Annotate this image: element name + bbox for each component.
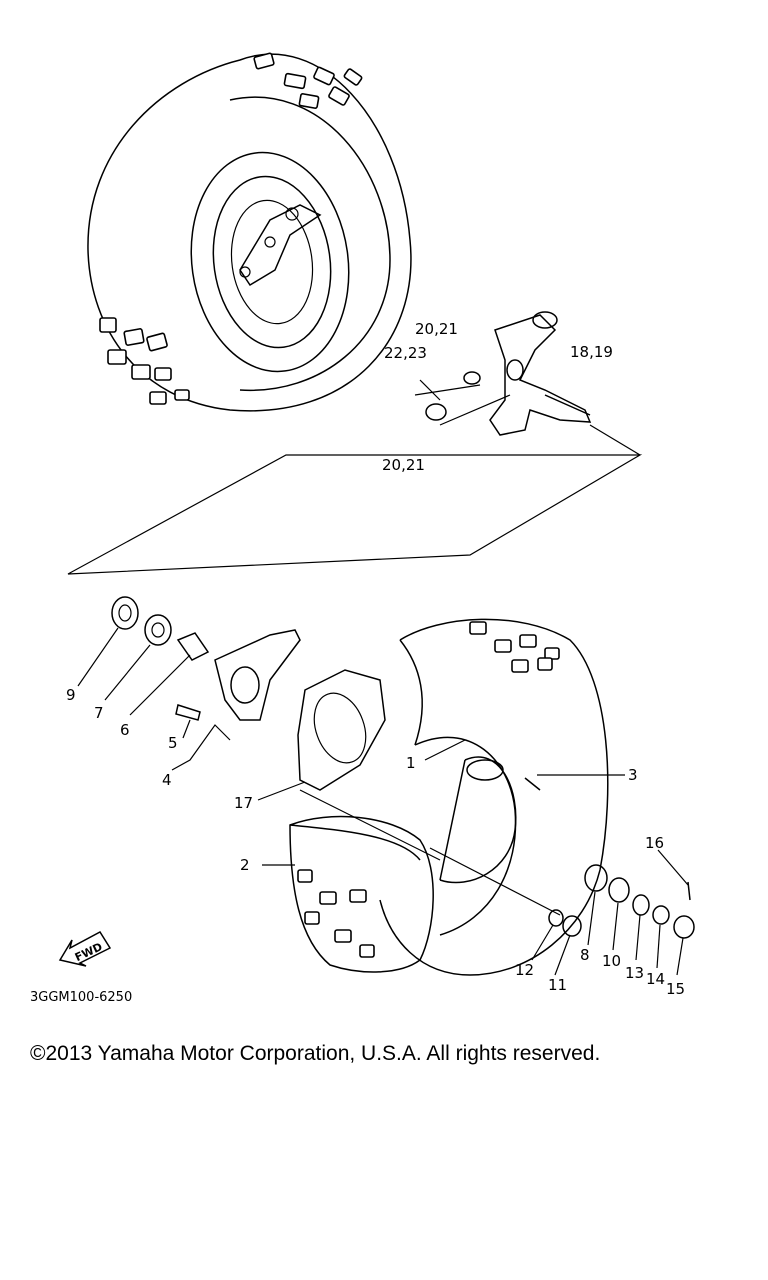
callout-20-21-bottom: 20,21	[382, 456, 425, 474]
callout-4: 4	[162, 771, 172, 789]
callout-14: 14	[646, 970, 665, 988]
nut-8	[584, 864, 608, 892]
washer-10	[608, 877, 630, 903]
nut-11	[562, 915, 582, 937]
callout-1: 1	[406, 754, 416, 772]
callout-8: 8	[580, 946, 590, 964]
exploded-wheel	[77, 596, 695, 976]
callout-12: 12	[515, 961, 534, 979]
callout-5: 5	[168, 734, 178, 752]
castle-nut-upper	[463, 371, 481, 385]
part-callouts: 20,21 22,23 18,19 20,21 9 7 6 5 4 17 1 3…	[66, 320, 685, 998]
callout-17: 17	[234, 794, 253, 812]
drawing-code: 3GGM100-6250	[30, 990, 133, 1005]
bolt-5	[175, 704, 201, 721]
fwd-arrow-icon: FWD	[58, 931, 112, 967]
castle-nut-lower	[425, 403, 447, 421]
callout-11: 11	[548, 976, 567, 994]
pin-16	[687, 881, 691, 901]
callout-3: 3	[628, 766, 638, 784]
callout-6: 6	[120, 721, 130, 739]
steering-knuckle	[414, 311, 592, 436]
nut-15	[673, 915, 695, 939]
callout-7: 7	[94, 704, 104, 722]
assembled-wheel	[87, 52, 412, 412]
exploded-parts-diagram: FWD 20,21 22,23 18,19 20,21 9 7 6 5 4 17…	[58, 52, 695, 998]
callout-10: 10	[602, 952, 621, 970]
callout-13: 13	[625, 964, 644, 982]
callout-18-19: 18,19	[570, 343, 613, 361]
callout-16: 16	[645, 834, 664, 852]
leader-box	[67, 454, 643, 575]
washer-13	[632, 894, 650, 916]
callout-9: 9	[66, 686, 76, 704]
callout-20-21-top: 20,21	[415, 320, 458, 338]
bearing-7	[144, 614, 172, 646]
valve-3	[524, 777, 541, 791]
callout-15: 15	[666, 980, 685, 998]
callout-22-23: 22,23	[384, 344, 427, 362]
seal-9	[111, 596, 139, 630]
washer-14	[652, 905, 670, 925]
callout-2: 2	[240, 856, 250, 874]
washer-12	[548, 909, 564, 927]
copyright-notice: ©2013 Yamaha Motor Corporation, U.S.A. A…	[30, 1042, 601, 1065]
spacer-6	[176, 632, 210, 661]
